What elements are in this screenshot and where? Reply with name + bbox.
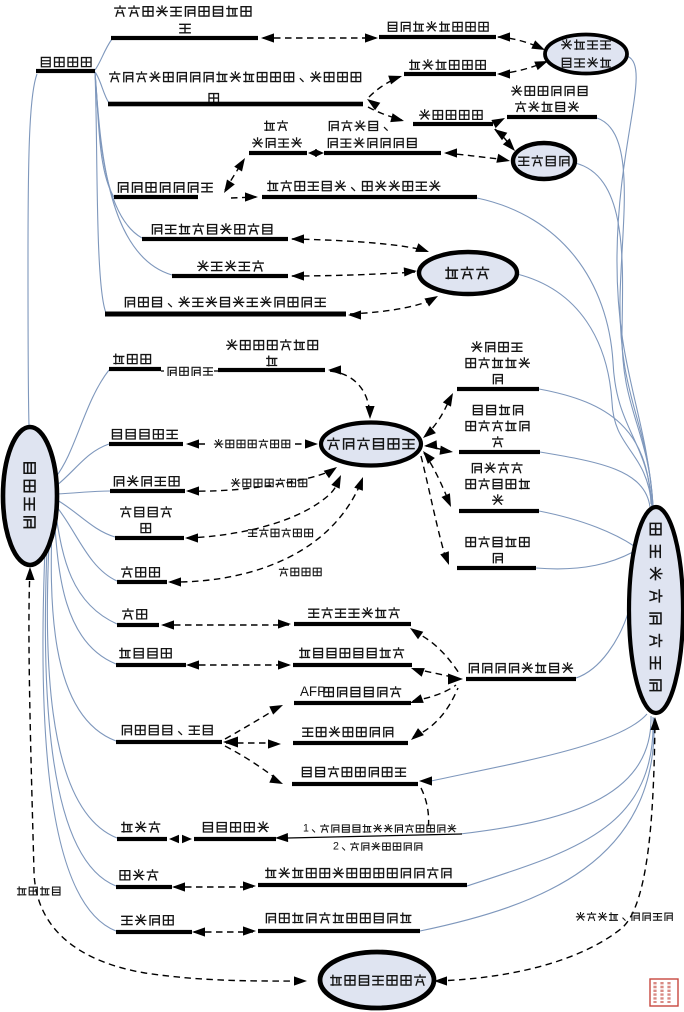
svg-text:2: 2 [333, 841, 339, 853]
svg-text:1: 1 [303, 823, 309, 835]
svg-text:AFP: AFP [300, 684, 326, 699]
